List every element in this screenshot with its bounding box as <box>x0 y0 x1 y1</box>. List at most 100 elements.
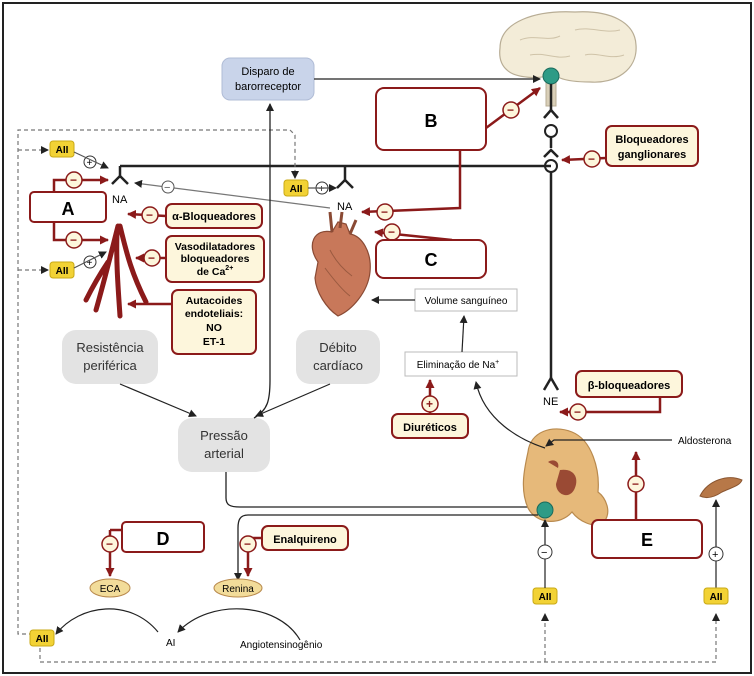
a-top-minus <box>65 171 83 189</box>
angiotensinogen-label: Angiotensinogênio <box>240 640 323 651</box>
b-minus-sign: − <box>507 103 514 117</box>
aldosterone-label: Aldosterona <box>678 436 732 447</box>
volume-label: Volume sanguíneo <box>425 296 508 307</box>
aii-badge-top-left <box>49 140 75 158</box>
e-minus-sign: − <box>632 477 639 491</box>
aii-dashed-loop-left <box>17 129 299 635</box>
a-bottom-minus-sign: − <box>70 233 77 247</box>
adrenal-plus-sign: + <box>712 549 718 561</box>
elim-to-volume-arrow <box>459 315 468 353</box>
ganglionic-minus-circle <box>583 150 601 168</box>
beta-minus-circle <box>569 403 587 421</box>
ca-blockers-label-2: bloqueadores <box>181 253 250 265</box>
aliskiren-minus-sign: − <box>244 537 251 551</box>
blood-vessel-icon <box>83 223 149 319</box>
a-top-arrow <box>52 175 109 192</box>
d-minus-circle <box>101 535 119 553</box>
autacoids-label-4: ET-1 <box>203 336 225 348</box>
box-e-label: E <box>641 530 653 550</box>
blood-pressure-label-2: arterial <box>204 446 244 461</box>
kidney-to-renin-arrow <box>234 514 538 581</box>
ai-label: AI <box>166 638 175 649</box>
renin-pill <box>213 578 263 598</box>
diuretics-label: Diuréticos <box>403 422 457 434</box>
angiotensinogen-to-ai-arc <box>177 608 301 641</box>
ai-to-aii-arc <box>55 608 159 635</box>
aii-badge-top-left-label: AII <box>56 145 69 156</box>
aii-top-plus-sign: + <box>87 158 93 169</box>
alpha-blockers-label: α-Bloqueadores <box>172 211 256 223</box>
d-minus-sign: − <box>106 537 113 551</box>
ganglionic-label-2: ganglionares <box>618 149 686 161</box>
aii-top-arrow <box>73 151 109 169</box>
alpha-minus-sign: − <box>146 208 153 222</box>
na-label-mid: NA <box>337 201 353 213</box>
a-bottom-minus <box>65 231 83 249</box>
baroreceptor-box: Disparo de barorreceptor <box>221 57 315 101</box>
ca-minus-circle <box>143 249 161 267</box>
e-minus-circle <box>627 475 645 493</box>
box-c-label: C <box>425 250 438 270</box>
a-bottom-arrow <box>52 222 109 245</box>
autacoids-label-3: NO <box>206 322 222 334</box>
ca-minus-sign: − <box>148 251 155 265</box>
autacoids-label-2: endoteliais: <box>185 308 243 320</box>
aii-badge-bottom <box>29 629 55 647</box>
na-label-left: NA <box>112 194 128 206</box>
heart-icon <box>311 211 371 317</box>
aii-badge-mid-left <box>49 261 75 279</box>
baroreceptor-label-2: barorreceptor <box>235 81 301 93</box>
kidney-to-elim-arrow <box>473 381 546 449</box>
box-d-label: D <box>157 529 170 549</box>
cardiac-output-label-1: Débito <box>319 340 357 355</box>
ace-label: ECA <box>100 584 121 595</box>
adrenal-plus-circle <box>708 546 724 562</box>
aii-badge-adrenal-label: AII <box>710 592 723 603</box>
aii-badge-center-label: AII <box>290 184 303 195</box>
cardiac-output-label-2: cardíaco <box>313 358 363 373</box>
beta-blockers-label: β-bloqueadores <box>588 380 671 392</box>
aii-center-plus-sign: + <box>319 184 325 195</box>
box-c <box>375 239 487 279</box>
box-e <box>591 519 703 559</box>
ne-label: NE <box>543 396 558 408</box>
pressure-to-kidney-arrow <box>225 472 539 511</box>
aii-badge-kidney-label: AII <box>539 592 552 603</box>
blood-pressure-box <box>178 418 270 472</box>
autacoids-box <box>171 289 257 355</box>
ganglionic-minus-sign: − <box>588 152 595 166</box>
blood-pressure-label-1: Pressão <box>200 428 248 443</box>
b-minus-circle <box>502 101 520 119</box>
kidney-minus-sign: − <box>541 547 547 559</box>
b-na-minus-circle <box>376 203 394 221</box>
aldosterone-arrow <box>545 438 672 447</box>
aliskiren-label: Enalquireno <box>273 534 337 546</box>
aii-dashed-loop-bottom <box>39 613 720 663</box>
aliskiren-minus-circle <box>239 535 257 553</box>
cardiac-output-box <box>296 330 380 384</box>
box-a <box>29 191 107 223</box>
na-elimination-label: Eliminação de Na+ <box>417 359 499 371</box>
baroreceptor-label-1: Disparo de <box>241 66 294 78</box>
a-top-minus-sign: − <box>70 173 77 187</box>
c-heart-minus-sign: − <box>388 225 395 239</box>
beta-arrow <box>559 397 662 417</box>
box-b <box>375 87 487 151</box>
box-b-label: B <box>425 111 438 131</box>
aii-badge-bottom-label: AII <box>36 634 49 645</box>
na-elimination-box <box>404 351 518 377</box>
peripheral-resistance-label-1: Resistência <box>76 340 144 355</box>
ace-pill <box>89 578 131 598</box>
output-to-pressure-arrow <box>255 383 331 417</box>
aii-badge-mid-left-label: AII <box>56 266 69 277</box>
diuretics-plus-circle <box>421 395 439 413</box>
b-na-minus-sign: − <box>381 205 388 219</box>
pressure-to-baro-arrow <box>253 103 274 419</box>
aii-mid-plus-sign: + <box>87 258 93 269</box>
ca-blockers-label-1: Vasodilatadores <box>175 241 256 253</box>
peripheral-resistance-label-2: periférica <box>83 358 137 373</box>
beta-blockers-box <box>575 370 683 398</box>
box-a-label: A <box>62 199 75 219</box>
